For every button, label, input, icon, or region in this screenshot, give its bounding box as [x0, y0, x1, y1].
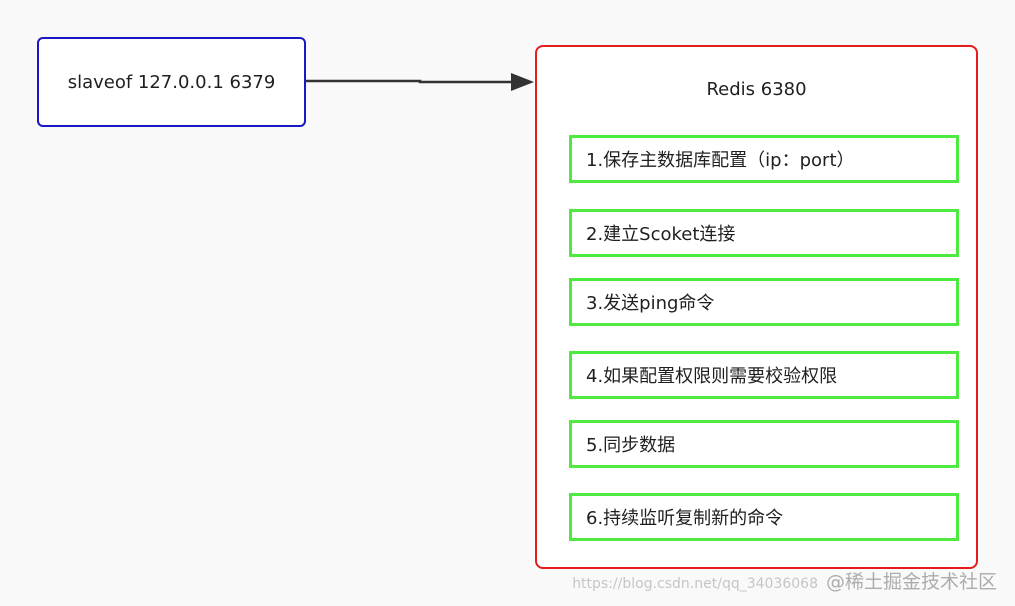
step-label: 3.发送ping命令 — [586, 293, 715, 314]
slaveof-command-label: slaveof 127.0.0.1 6379 — [67, 71, 276, 93]
slaveof-command-box[interactable]: slaveof 127.0.0.1 6379 — [37, 37, 306, 127]
step-label: 6.持续监听复制新的命令 — [586, 508, 784, 529]
step-save-master-config[interactable]: 1.保存主数据库配置（ip：port） — [569, 135, 959, 183]
step-label: 4.如果配置权限则需要校验权限 — [586, 366, 838, 387]
step-establish-socket[interactable]: 2.建立Scoket连接 — [569, 209, 959, 257]
redis-server-title: Redis 6380 — [706, 79, 807, 100]
step-sync-data[interactable]: 5.同步数据 — [569, 420, 959, 468]
redis-server-box[interactable]: Redis 6380 1.保存主数据库配置（ip：port） 2.建立Scoke… — [535, 45, 978, 569]
step-label: 1.保存主数据库配置（ip：port） — [586, 150, 855, 171]
step-send-ping[interactable]: 3.发送ping命令 — [569, 278, 959, 326]
step-listen-replicate[interactable]: 6.持续监听复制新的命令 — [569, 493, 959, 541]
step-label: 2.建立Scoket连接 — [586, 224, 736, 245]
step-verify-auth[interactable]: 4.如果配置权限则需要校验权限 — [569, 351, 959, 399]
step-label: 5.同步数据 — [586, 435, 676, 456]
